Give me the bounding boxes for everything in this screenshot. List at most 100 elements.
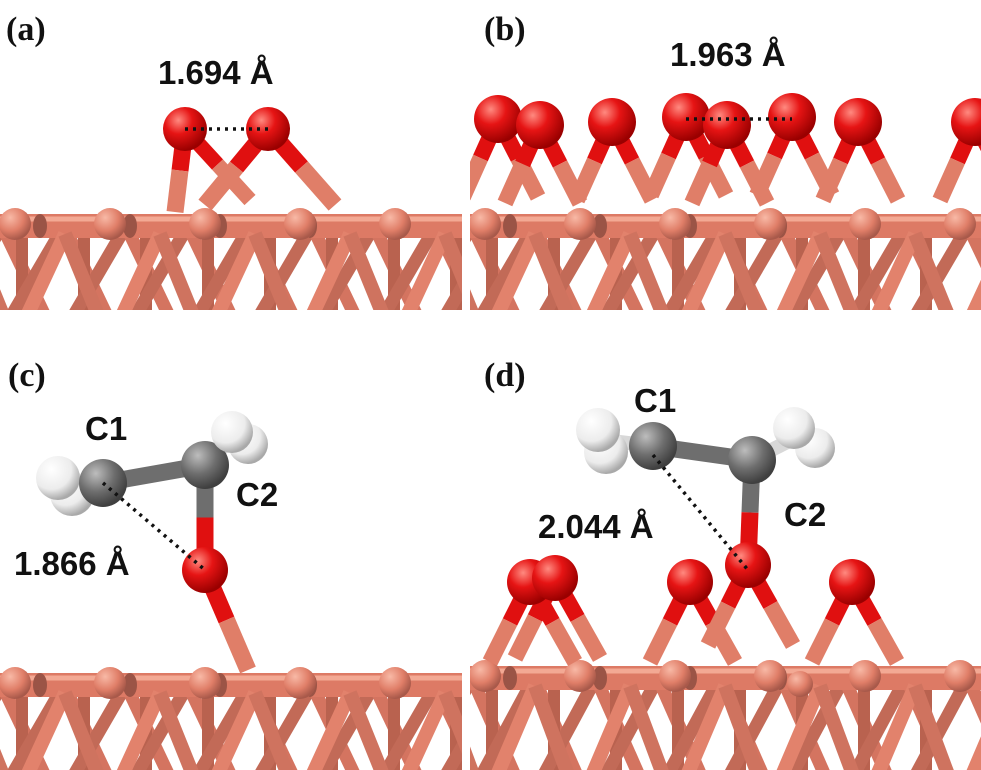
slab-b-bond: [601, 222, 664, 310]
slab-d-bond: [962, 675, 981, 724]
slab-c-cu-atom: [284, 667, 316, 699]
o-cu-bond: [166, 169, 189, 214]
slab-d-bond: [663, 674, 726, 770]
ethyl-adsorbate-d: [482, 407, 904, 697]
slab-b-bond: [491, 231, 542, 310]
slab-a-bond: [379, 222, 442, 310]
slab-d-bond: [623, 683, 669, 770]
o-cu-bond: [470, 154, 488, 201]
slab-d-bond: [601, 674, 664, 770]
slab-b-bond: [849, 222, 912, 310]
panel-a: [0, 107, 462, 310]
slab-c-bond: [441, 734, 462, 770]
oxygen-atom: [182, 547, 228, 593]
slab-c-cu-atom: [379, 667, 411, 699]
o-cu-bond: [763, 601, 800, 649]
atom-label-c1-c: C1: [85, 410, 127, 447]
slab-b-rod-end: [503, 214, 517, 238]
panel-c: [0, 411, 462, 770]
slab-c-bond: [131, 681, 194, 770]
oxygen-atom: [834, 98, 882, 146]
hydrogen-atom: [576, 408, 620, 452]
panel-d: [470, 407, 981, 770]
slab-b-cu-atom: [470, 208, 501, 240]
slab-b-bond: [787, 222, 850, 310]
o-cu-bond: [497, 160, 530, 207]
slab-d-cu-atom: [849, 660, 881, 692]
slab-b-bond: [776, 231, 827, 310]
o-cu-bond: [295, 161, 342, 211]
slab-d-cu-atom: [564, 660, 596, 692]
o-cu-bond: [815, 157, 848, 204]
o-cu-bond: [545, 618, 582, 666]
slab-b-bond: [528, 231, 574, 310]
slab-d-cu-atom: [470, 660, 501, 692]
slab-b-cu-atom: [944, 208, 976, 240]
slab-a-bond: [401, 231, 452, 310]
oxygen-atom: [516, 101, 564, 149]
slab-b-bond: [908, 231, 954, 310]
slab-c-bond: [401, 690, 452, 770]
ethyl-adsorbate-c: [36, 411, 268, 674]
slab-c-bond: [248, 690, 294, 770]
o-cu-bond: [867, 618, 904, 666]
slab-d-rod-end: [593, 666, 607, 690]
slab-a-bond: [441, 274, 462, 310]
slab-c-bond: [306, 690, 357, 770]
oxygen-atom: [703, 101, 751, 149]
slab-d-bond: [718, 683, 764, 770]
slab-a-bond: [21, 231, 72, 310]
slab-c-rod-end: [33, 673, 47, 697]
slab-d-bond: [528, 683, 574, 770]
slab-a-bond: [131, 222, 194, 310]
slab-a-cu-atom: [189, 208, 221, 240]
atom-label-c2-c: C2: [236, 476, 278, 513]
distance-label-a: 1.694 Å: [158, 54, 274, 91]
slab-c-bond: [69, 681, 132, 770]
o-cu-bond: [749, 152, 782, 199]
slab-a-bond: [343, 231, 389, 310]
distance-label-d: 2.044 Å: [538, 508, 654, 545]
slab-d-bond: [787, 674, 850, 770]
hydrogen-atom: [773, 407, 815, 449]
o-cu-bond: [643, 152, 676, 199]
o-cu-bond: [507, 614, 543, 662]
slab-a-bond: [255, 222, 318, 310]
slab-b-bond: [962, 223, 981, 269]
o-cu-bond: [870, 157, 906, 204]
slab-b-bond: [718, 231, 764, 310]
slab-d-bond: [539, 674, 602, 770]
slab-a-bond: [306, 231, 357, 310]
slab-c-bond: [116, 690, 167, 770]
slab-d-bond: [776, 683, 827, 770]
hydrogen-atom: [36, 456, 80, 500]
slab-c-bond: [211, 690, 262, 770]
slab-a-bond: [0, 289, 9, 310]
o-cu-bond: [804, 618, 840, 666]
slab-c-cu-atom: [94, 667, 126, 699]
hydrogen-atom: [211, 411, 253, 453]
slab-b-bond: [911, 222, 974, 310]
oxygen-atom: [829, 559, 875, 605]
slab-c-rod-end: [123, 673, 137, 697]
slab-b-rod-end: [593, 214, 607, 238]
slab-d-cu-atom: [754, 660, 786, 692]
panel-b: [470, 93, 981, 310]
oxygen-atom: [532, 555, 578, 601]
o-cu-bond: [569, 157, 602, 204]
slab-c-bond: [58, 690, 104, 770]
slab-a-cu-atom: [284, 208, 316, 240]
slab-d-bond: [725, 674, 788, 770]
slab-b-cu-atom: [849, 208, 881, 240]
slab-c-bond: [255, 681, 318, 770]
slab-a-cu-atom: [0, 208, 31, 240]
slab-a-bond: [69, 222, 132, 310]
cu-atom: [787, 671, 813, 697]
carbon-atom-c2: [728, 436, 776, 484]
slab-d-bond: [586, 683, 637, 770]
oxide-layer-b: [470, 93, 981, 207]
slab-b-bond: [966, 279, 981, 310]
copper-slab-d: [470, 660, 981, 770]
panel-label-c: (c): [8, 357, 46, 394]
